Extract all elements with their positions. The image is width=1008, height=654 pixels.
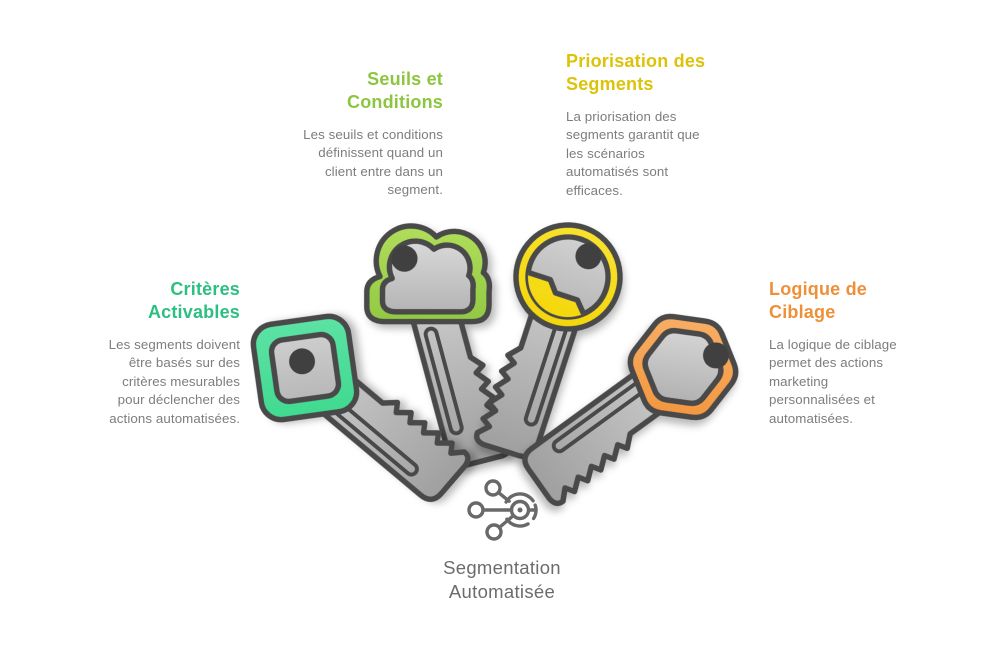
block-body-line: définissent quand un (318, 145, 443, 161)
block-title-line: Ciblage (769, 302, 836, 322)
key-head-cloud (367, 226, 490, 322)
block-body-line: Les seuils et conditions (303, 127, 443, 142)
block-body-line: permet des actions (769, 355, 884, 371)
block-body-line: segments garantit que (566, 127, 700, 143)
key-hole (391, 245, 418, 272)
block-title-line: Seuils et (367, 69, 443, 89)
block-body-line: segment. (387, 182, 443, 198)
block-body: La priorisation des segments garantit qu… (566, 108, 741, 200)
block-title: Seuils et Conditions (258, 68, 443, 114)
block-title-line: Logique de (769, 279, 867, 299)
center-caption: Segmentation Automatisée (352, 556, 652, 604)
block-title-line: Priorisation des (566, 51, 706, 71)
block-body-line: personnalisées et (769, 392, 875, 408)
block-title: Critères Activables (55, 278, 240, 324)
center-caption-line: Segmentation (443, 557, 561, 578)
block-body-line: être basés sur des (128, 355, 240, 371)
block-title-line: Segments (566, 74, 654, 94)
block-body-line: La logique de ciblage (769, 337, 897, 352)
text-block-logique-ciblage: Logique de Ciblage La logique de ciblage… (769, 278, 934, 428)
block-body: Les seuils et conditions définissent qua… (258, 126, 443, 200)
key-hole (575, 243, 602, 270)
block-body: Les segments doivent être basés sur des … (55, 336, 240, 428)
block-body-line: client entre dans un (324, 163, 443, 179)
key-head-hexagon (627, 313, 739, 421)
block-title-line: Critères (170, 279, 240, 299)
block-body-line: automatisés sont (566, 164, 669, 180)
key-logique-ciblage (522, 313, 739, 507)
key-groove (423, 326, 464, 436)
key-priorisation-segments (473, 222, 623, 460)
key-hole (289, 348, 316, 375)
block-body-line: critères mesurables (122, 373, 240, 389)
text-block-seuils-conditions: Seuils et Conditions Les seuils et condi… (258, 68, 443, 200)
block-body-line: pour déclencher des (117, 392, 240, 408)
key-criteres-activables (250, 313, 471, 503)
block-title-line: Activables (147, 302, 240, 322)
segmentation-network-icon (467, 479, 538, 541)
block-body-line: les scénarios (566, 145, 645, 161)
block-body-line: efficaces. (566, 182, 623, 198)
block-body-line: La priorisation des (566, 109, 677, 124)
text-block-criteres-activables: Critères Activables Les segments doivent… (55, 278, 240, 428)
block-title: Priorisation des Segments (566, 50, 741, 96)
block-title-line: Conditions (347, 92, 443, 112)
center-caption-line: Automatisée (448, 581, 556, 602)
key-head-square (250, 313, 360, 423)
block-body: La logique de ciblage permet des actions… (769, 336, 934, 428)
block-body-line: marketing (769, 373, 829, 389)
key-head-round (513, 222, 623, 332)
block-body-line: actions automatisées. (109, 410, 240, 426)
block-body-line: Les segments doivent (108, 337, 240, 352)
block-title: Logique de Ciblage (769, 278, 934, 324)
key-hole (702, 342, 729, 369)
block-body-line: automatisées. (769, 410, 854, 426)
text-block-priorisation-segments: Priorisation des Segments La priorisatio… (566, 50, 741, 200)
